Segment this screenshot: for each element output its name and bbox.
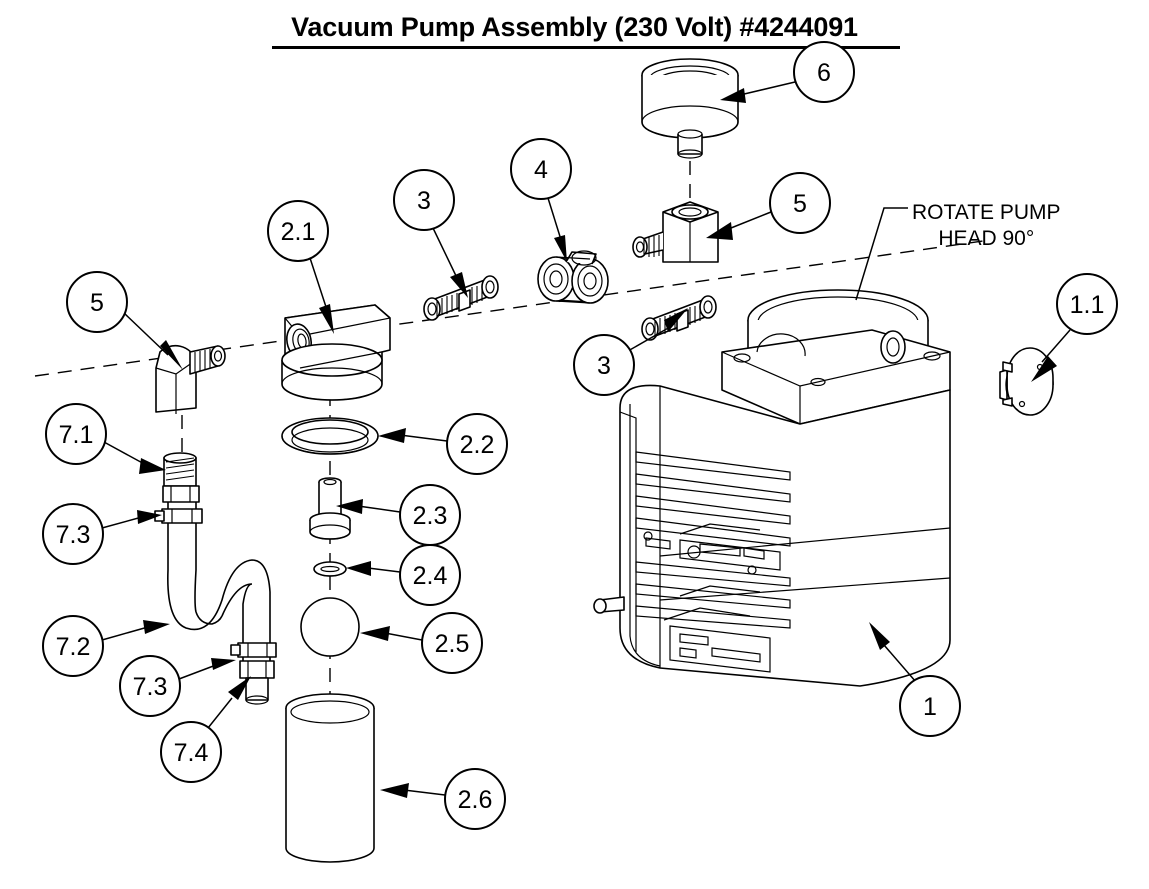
callout-5[interactable]: 5 (769, 172, 831, 234)
part-cross-fitting (537, 250, 609, 304)
callout-circle (899, 675, 961, 737)
callout-2-6[interactable]: 2.6 (444, 768, 506, 830)
callout-circle (444, 768, 506, 830)
part-hose-end-fitting (239, 660, 275, 705)
callout-label: 2.4 (413, 562, 448, 590)
callout-label: 3 (417, 187, 431, 215)
part-hose-barb-fitting (162, 452, 200, 503)
callout-5[interactable]: 5 (66, 271, 128, 333)
part-elbow-upper (632, 201, 719, 263)
callout-label: 7.1 (59, 421, 94, 449)
callout-label: 4 (534, 156, 548, 184)
callout-label: 2.1 (281, 218, 316, 246)
part-valve-stem (309, 477, 351, 540)
part-hose-clamp-lower (230, 642, 277, 658)
centerlines (34, 138, 991, 700)
callout-circle (446, 413, 508, 475)
callout-circle (267, 200, 329, 262)
callout-1-1[interactable]: 1.1 (1056, 273, 1118, 335)
callout-2-5[interactable]: 2.5 (421, 612, 483, 674)
callout-label: 2.3 (413, 502, 448, 530)
callout-label: 7.2 (56, 633, 91, 661)
callout-circle (421, 612, 483, 674)
callout-2-3[interactable]: 2.3 (399, 484, 461, 546)
callout-label: 1 (923, 693, 937, 721)
part-pump-motor-body (593, 289, 951, 687)
callout-2-1[interactable]: 2.1 (267, 200, 329, 262)
callout-label: 2.6 (458, 786, 493, 814)
callout-circle (573, 334, 635, 396)
callout-2-4[interactable]: 2.4 (399, 544, 461, 606)
callout-7-3[interactable]: 7.3 (119, 655, 181, 717)
callout-circle (45, 403, 107, 465)
part-filter-cylinder (285, 693, 375, 863)
part-muffler-filter (641, 58, 739, 159)
callout-7-2[interactable]: 7.2 (42, 615, 104, 677)
annotation-rotate-pump-head: ROTATE PUMP HEAD 90° (912, 201, 1061, 250)
callout-label: 7.4 (174, 739, 209, 767)
callout-label: 6 (817, 59, 831, 87)
callout-circle (399, 544, 461, 606)
callout-label: 2.5 (435, 630, 470, 658)
callout-2-2[interactable]: 2.2 (446, 413, 508, 475)
callout-label: 5 (90, 289, 104, 317)
callout-label: 5 (793, 190, 807, 218)
page-title: Vacuum Pump Assembly (230 Volt) #4244091 (291, 12, 858, 42)
callout-circle (510, 138, 572, 200)
callout-3[interactable]: 3 (393, 169, 455, 231)
callout-circle (42, 615, 104, 677)
callout-circle (393, 169, 455, 231)
callout-label: 7.3 (133, 673, 168, 701)
callout-circle (769, 172, 831, 234)
part-elbow-left (155, 344, 226, 414)
title-underline (272, 46, 900, 49)
callout-circle (160, 721, 222, 783)
callout-1[interactable]: 1 (899, 675, 961, 737)
callout-7-3[interactable]: 7.3 (42, 503, 104, 565)
callout-7-4[interactable]: 7.4 (160, 721, 222, 783)
part-o-ring (281, 417, 379, 455)
callout-3[interactable]: 3 (573, 334, 635, 396)
callout-label: 7.3 (56, 521, 91, 549)
part-nipple-left (423, 275, 499, 321)
callout-circle (793, 41, 855, 103)
callout-label: 1.1 (1070, 291, 1105, 319)
part-washer (313, 561, 347, 577)
part-pump-head-housing (281, 304, 391, 401)
part-ball (300, 597, 360, 657)
callout-4[interactable]: 4 (510, 138, 572, 200)
callout-6[interactable]: 6 (793, 41, 855, 103)
part-nipple-right (641, 295, 717, 341)
part-hose (167, 502, 271, 668)
callout-label: 2.2 (460, 431, 495, 459)
callout-circle (66, 271, 128, 333)
callout-circle (1056, 273, 1118, 335)
callout-label: 3 (597, 352, 611, 380)
part-end-cap (999, 347, 1054, 416)
callout-7-1[interactable]: 7.1 (45, 403, 107, 465)
callout-circle (119, 655, 181, 717)
callout-circle (42, 503, 104, 565)
part-hose-clamp-upper (154, 508, 203, 524)
